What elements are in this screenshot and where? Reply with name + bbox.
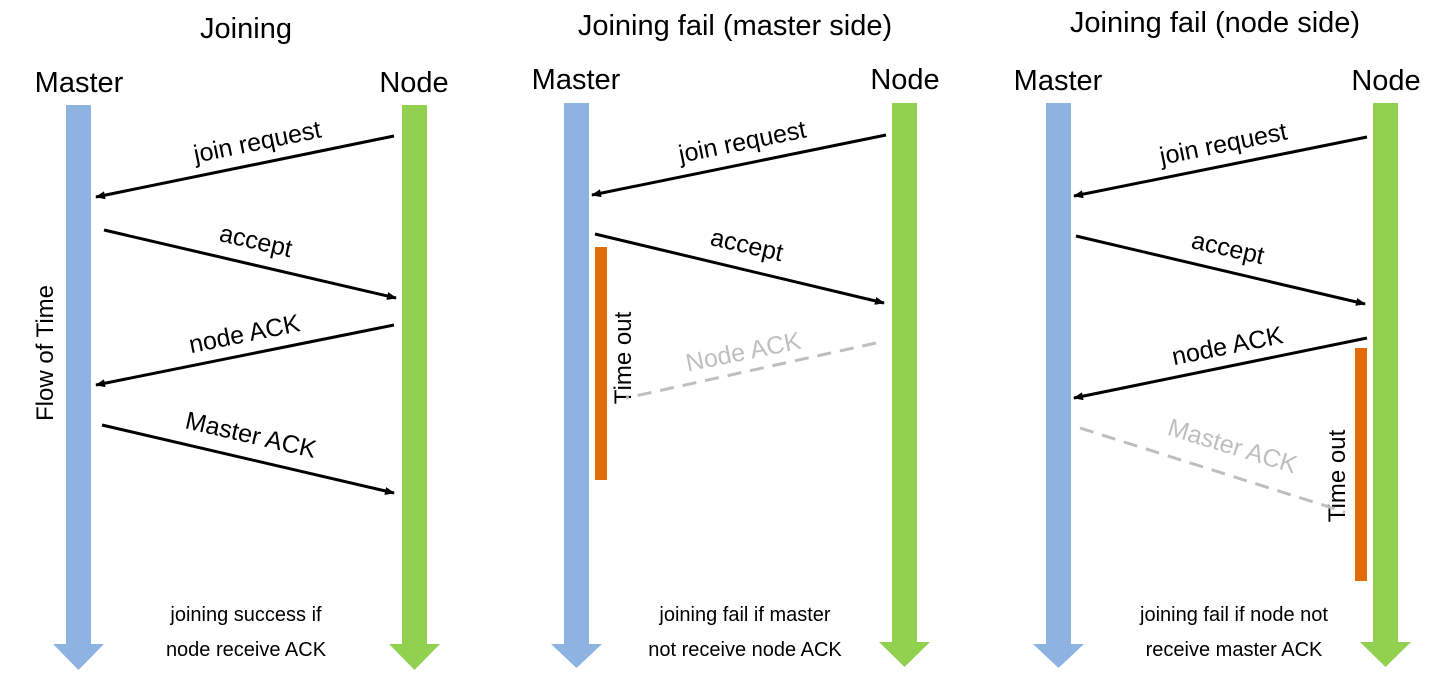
timeout-bar (595, 247, 607, 480)
panel-title: Joining fail (master side) (578, 10, 892, 42)
node-ack-failed-arrow (625, 341, 877, 400)
master-ack-failed-arrow (1079, 426, 1346, 514)
node-lifeline-arrowhead (389, 644, 440, 670)
result-note-line-2: receive master ACK (1146, 639, 1323, 661)
master-ack-arrow (101, 423, 395, 495)
accept-label: accept (1189, 226, 1267, 270)
accept-arrow (594, 232, 885, 305)
master-lifeline (564, 103, 589, 645)
master-lifeline-arrowhead (53, 644, 104, 670)
node-lifeline (892, 103, 917, 643)
panel-title: Joining (200, 13, 292, 45)
join-request-label: join request (675, 116, 808, 169)
node-lifeline (402, 105, 427, 645)
timeout-label: Time out (610, 311, 637, 404)
panel-joining: Joining Master Node Flow of Time join re… (32, 13, 449, 670)
accept-label: accept (217, 219, 295, 263)
panel-title: Joining fail (node side) (1070, 7, 1360, 39)
master-label: Master (1014, 65, 1103, 97)
flow-of-time-label: Flow of Time (32, 285, 59, 421)
master-lifeline (66, 105, 91, 645)
timeout-bar (1355, 348, 1367, 581)
master-ack-label: Master ACK (183, 407, 320, 464)
node-ack-failed-label: Node ACK (683, 327, 803, 378)
join-request-arrow (95, 134, 395, 200)
join-request-label: join request (190, 116, 323, 169)
panel-joining-fail-node-side: Joining fail (node side) Master Node Tim… (1014, 7, 1421, 668)
join-request-arrow (1073, 135, 1368, 199)
timeout-label: Time out (1324, 429, 1351, 522)
master-lifeline-arrowhead (1033, 644, 1084, 668)
panel-joining-fail-master-side: Joining fail (master side) Master Node T… (532, 10, 940, 668)
master-label: Master (532, 64, 621, 96)
node-lifeline (1373, 103, 1398, 643)
result-note-line-2: node receive ACK (166, 639, 327, 661)
node-lifeline-arrowhead (879, 642, 930, 667)
join-request-arrow (591, 133, 887, 198)
join-request-label: join request (1156, 118, 1289, 171)
accept-label: accept (708, 223, 786, 267)
node-label: Node (379, 67, 448, 99)
node-ack-arrow (95, 323, 395, 388)
node-lifeline-arrowhead (1360, 642, 1411, 667)
result-note-line-2: not receive node ACK (648, 639, 842, 661)
result-note-line-1: joining fail if master (658, 604, 831, 626)
node-ack-label: node ACK (1169, 321, 1285, 371)
accept-arrow (103, 228, 397, 300)
node-label: Node (870, 64, 939, 96)
result-note-line-1: joining fail if node not (1139, 604, 1328, 626)
accept-arrow (1075, 234, 1366, 306)
master-ack-failed-label: Master ACK (1164, 413, 1300, 479)
node-label: Node (1351, 65, 1420, 97)
node-ack-arrow (1073, 336, 1368, 401)
master-lifeline (1046, 103, 1071, 645)
node-ack-label: node ACK (186, 309, 302, 359)
master-lifeline-arrowhead (551, 644, 602, 668)
master-label: Master (35, 67, 124, 99)
result-note-line-1: joining success if (169, 604, 322, 626)
